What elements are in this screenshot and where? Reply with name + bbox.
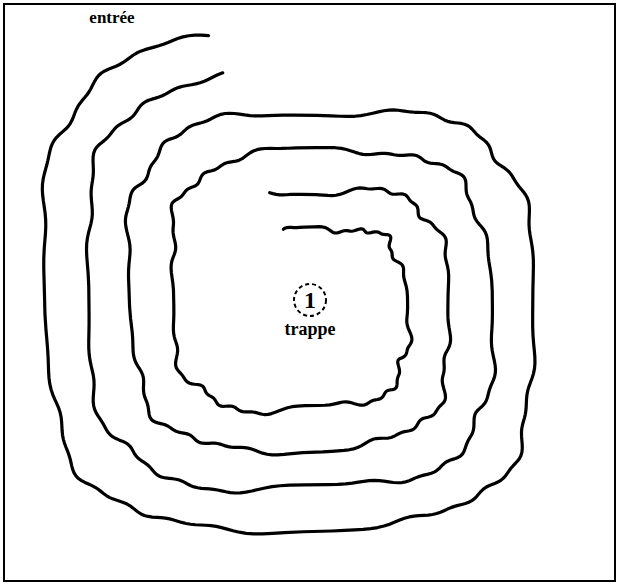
place-name: trappe: [285, 319, 336, 339]
entrance-label: entrée: [89, 8, 134, 28]
callout-number: 1: [292, 282, 328, 318]
map-frame: [4, 4, 615, 581]
trap-marker: 1trappe: [285, 282, 336, 339]
cave-wall: [87, 73, 496, 493]
dashed-circle: 1: [292, 282, 328, 318]
cave-wall: [42, 35, 535, 534]
